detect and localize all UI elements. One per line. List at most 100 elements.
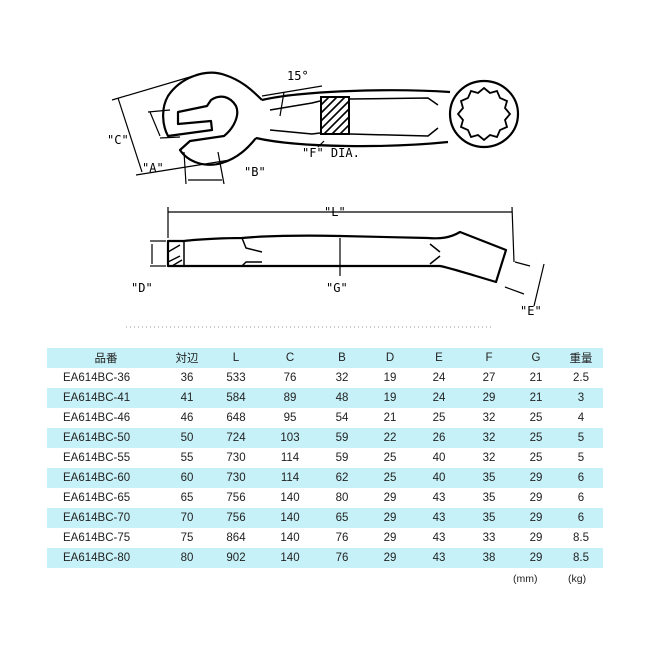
cell-weight: 2.5 [573,372,589,384]
header-weight: 重量 [569,353,593,365]
cell-weight: 5 [577,452,585,464]
cell-size: 75 [180,532,194,544]
cell-f: 35 [482,472,496,484]
cell-l: 584 [226,392,246,404]
grip-hatch [320,96,350,135]
cell-l: 756 [226,492,246,504]
header-model: 品番 [94,353,118,365]
cell-weight: 8.5 [573,552,589,564]
cell-g: 29 [529,532,543,544]
cell-e: 40 [432,472,446,484]
cell-model: EA614BC-80 [63,552,131,564]
cell-b: 80 [335,492,349,504]
cell-c: 140 [280,512,300,524]
cell-c: 114 [280,452,300,464]
cell-size: 46 [180,412,194,424]
cell-c: 140 [280,532,300,544]
cell-l: 756 [226,512,246,524]
cell-f: 27 [482,372,496,384]
label-angle: 15° [287,69,309,83]
cell-e: 24 [432,392,446,404]
cell-c: 95 [283,412,297,424]
cell-l: 902 [226,552,246,564]
header-g: G [531,352,541,364]
cell-weight: 5 [577,432,585,444]
label-a: "A" [142,161,164,175]
cell-d: 22 [383,432,397,444]
cell-d: 29 [383,532,397,544]
header-size: 対辺 [175,353,199,365]
cell-size: 36 [180,372,194,384]
dimension-lines-top [111,73,325,185]
cell-d: 29 [383,552,397,564]
cell-c: 89 [283,392,297,404]
ring-12-point-socket [456,86,512,142]
cell-e: 25 [432,412,446,424]
cell-c: 140 [280,552,300,564]
cell-b: 76 [335,532,349,544]
cell-f: 32 [482,412,496,424]
cell-g: 29 [529,472,543,484]
unit-weight: (kg) [568,573,587,585]
label-l: "L" [324,205,346,219]
wrench-top-view [162,71,520,166]
cell-c: 103 [280,432,300,444]
cell-e: 43 [432,552,446,564]
cell-e: 43 [432,512,446,524]
cell-f: 35 [482,492,496,504]
cell-g: 29 [529,492,543,504]
cell-b: 59 [335,432,349,444]
ring-end-outer [448,79,520,149]
cell-g: 25 [529,452,543,464]
cell-l: 864 [226,532,246,544]
cell-f: 38 [482,552,496,564]
cell-g: 21 [529,372,543,384]
header-d: D [385,352,395,364]
cell-e: 43 [432,532,446,544]
cell-size: 65 [180,492,194,504]
cell-l: 730 [226,452,246,464]
cell-weight: 3 [577,392,585,404]
cell-d: 29 [383,492,397,504]
cell-f: 33 [482,532,496,544]
cell-model: EA614BC-46 [63,412,131,424]
spec-table-header: 品番 対辺 L C B D E F G 重量 [47,348,603,368]
wrench-side-view [166,230,508,284]
cell-weight: 6 [577,472,585,484]
label-f-dia: "F" DIA. [302,146,360,160]
cell-l: 533 [226,372,246,384]
open-end-head [162,71,263,166]
cell-g: 25 [529,432,543,444]
cell-size: 60 [180,472,194,484]
cell-weight: 8.5 [573,532,589,544]
cell-g: 21 [529,392,543,404]
wrench-shank [255,89,451,148]
cell-g: 25 [529,412,543,424]
cell-f: 32 [482,432,496,444]
units-row: (mm) (kg) [0,573,650,589]
cell-e: 40 [432,452,446,464]
cell-l: 724 [226,432,246,444]
cell-f: 32 [482,452,496,464]
cell-l: 730 [226,472,246,484]
label-b: "B" [244,165,266,179]
cell-model: EA614BC-50 [63,432,131,444]
cell-c: 140 [280,492,300,504]
cell-d: 25 [383,452,397,464]
cell-f: 29 [482,392,496,404]
cell-d: 21 [383,412,397,424]
label-g: "G" [326,281,348,295]
cell-g: 29 [529,512,543,524]
cell-model: EA614BC-65 [63,492,131,504]
header-c: C [285,352,295,364]
cell-model: EA614BC-36 [63,372,131,384]
cell-e: 24 [432,372,446,384]
cell-e: 26 [432,432,446,444]
